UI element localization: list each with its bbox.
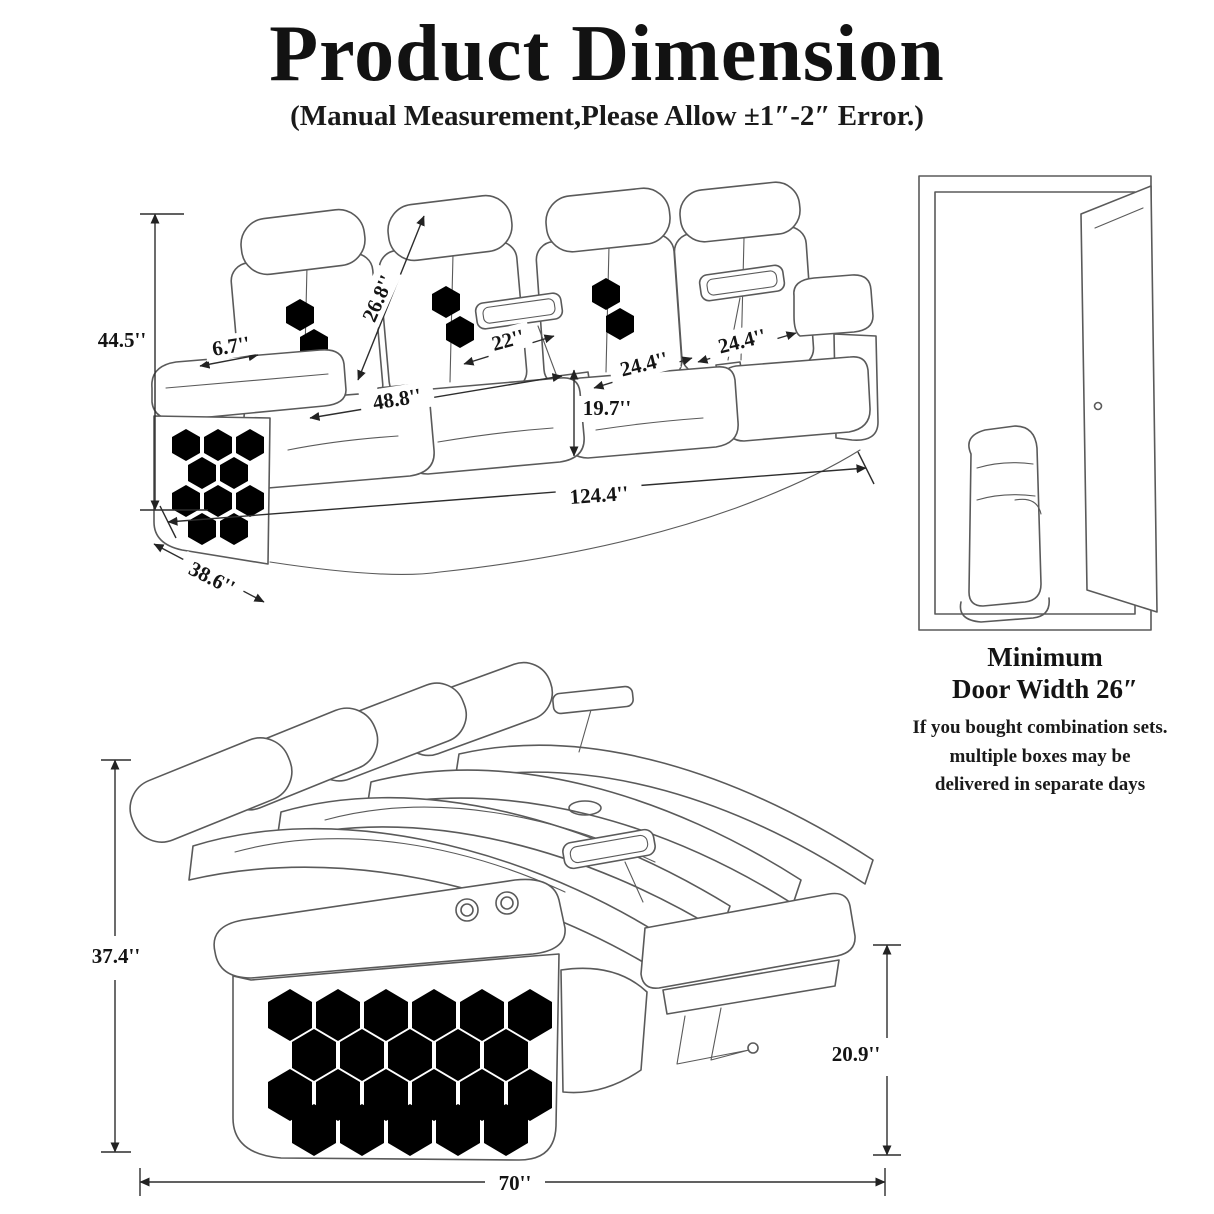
door-caption: Minimum Door Width 26″	[900, 641, 1190, 706]
sofa-upright-diagram: 44.5'' 26.8'' 6.7'' 22'' 24.4'' 24.4''	[92, 181, 879, 606]
header: Product Dimension (Manual Measurement,Pl…	[0, 12, 1214, 133]
dim-label-depth: 38.6''	[185, 556, 239, 599]
page-title: Product Dimension	[269, 10, 945, 98]
dim-label-overall-height: 44.5''	[98, 328, 146, 352]
sofa-reclined-diagram: 37.4'' 20.9'' 70''	[85, 661, 901, 1196]
dim-label-total-width: 124.4''	[569, 481, 629, 509]
door-width-diagram	[918, 175, 1158, 631]
page-subtitle: (Manual Measurement,Please Allow ±1″-2″ …	[290, 100, 924, 132]
dim-two-seat-span: 48.8''	[309, 373, 563, 421]
sofa-reclined-line-art	[129, 661, 874, 1161]
dim-label-reclined-width: 70''	[499, 1171, 532, 1195]
dim-label-seat-height: 19.7''	[583, 396, 631, 420]
dim-reclined-back-height: 37.4''	[85, 759, 147, 1153]
door-line-art	[918, 175, 1158, 631]
dim-seat-height: 19.7''	[569, 369, 636, 457]
dim-label-reclined-back-height: 37.4''	[92, 944, 140, 968]
door-caption-width: Door Width 26″	[952, 674, 1138, 705]
dim-reclined-width: 70''	[139, 1168, 886, 1196]
dim-armrest-width: 6.7''	[199, 330, 259, 369]
note-line-2: multiple boxes may be	[949, 745, 1131, 767]
note-line-1: If you bought combination sets.	[912, 717, 1168, 738]
note-line-3: delivered in separate days	[934, 774, 1146, 795]
recliner-through-door	[959, 425, 1050, 623]
combination-sets-note: If you bought combination sets. multiple…	[888, 714, 1192, 800]
dim-total-width: 124.4''	[159, 451, 875, 539]
dim-label-armrest-width: 6.7''	[210, 331, 251, 361]
dim-label-footrest-height: 20.9''	[832, 1042, 880, 1066]
door-caption-minimum: Minimum	[987, 642, 1103, 672]
dim-footrest-height: 20.9''	[823, 944, 901, 1156]
